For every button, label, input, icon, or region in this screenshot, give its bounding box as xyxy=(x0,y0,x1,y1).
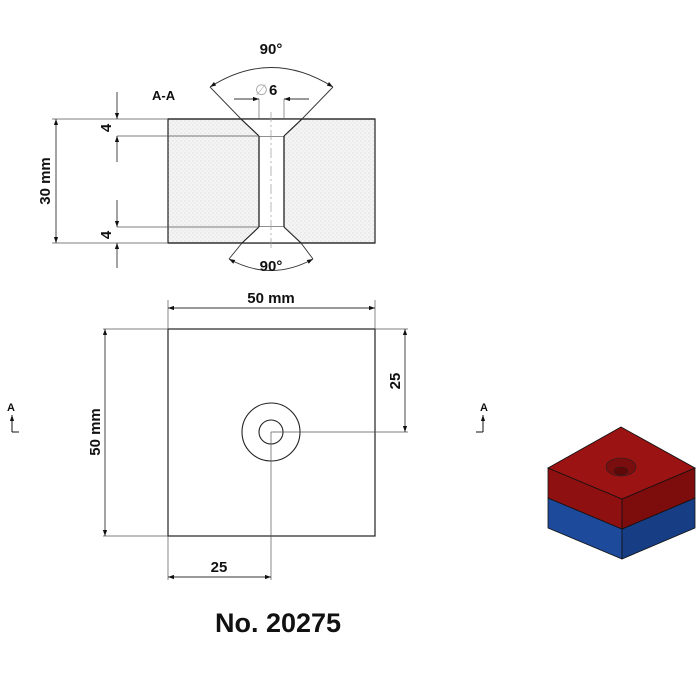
plan-view: 50 mm 50 mm 25 25 A A xyxy=(7,290,488,580)
section-body-right xyxy=(284,119,375,243)
width-label: 50 mm xyxy=(247,290,295,307)
section-body xyxy=(168,119,260,243)
plan-height-label: 50 mm xyxy=(87,408,104,456)
bottom-angle-label: 90° xyxy=(260,258,283,275)
section-view: 90° ∅ 6 90° A-A 30 mm 4 4 xyxy=(37,41,376,275)
top-angle-label: 90° xyxy=(260,41,283,58)
diameter-label: 6 xyxy=(269,82,277,99)
magnet-3d-render xyxy=(547,426,696,560)
bottom-depth-label: 4 xyxy=(98,230,115,239)
magnet-outline xyxy=(167,328,376,537)
section-label: A-A xyxy=(152,88,176,103)
height-label: 30 mm xyxy=(37,157,54,205)
top-depth-label: 4 xyxy=(98,123,115,132)
offset-y-label: 25 xyxy=(387,373,404,390)
svg-text:A: A xyxy=(7,402,15,414)
product-number: No. 20275 xyxy=(214,608,342,638)
svg-text:A: A xyxy=(480,402,488,414)
section-marker-left: A xyxy=(7,402,19,433)
diameter-symbol: ∅ xyxy=(255,82,268,99)
section-marker-right: A xyxy=(476,402,488,433)
offset-x-label: 25 xyxy=(211,559,228,576)
